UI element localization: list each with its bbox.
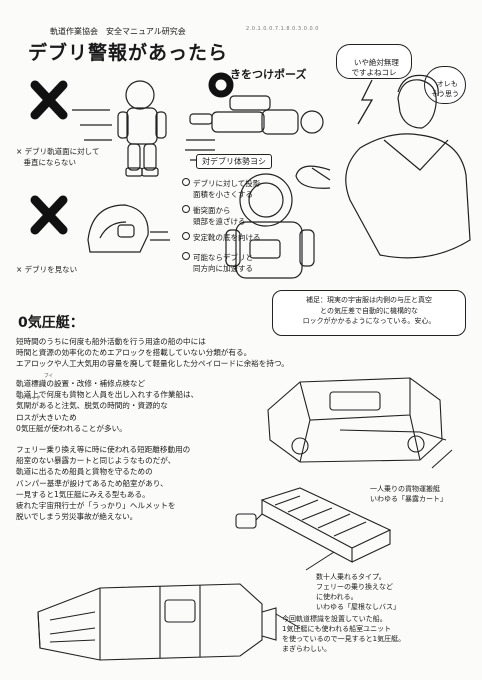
man-in-jacket-sketch [295, 74, 471, 259]
para2-line: 軌道標識の設置・改修・補修点検など [16, 379, 146, 388]
lightning-bolt-icon [357, 79, 374, 125]
note-text: 補足：現実の宇宙服は内側の与圧と真空 との気圧差で自動的に機構的な ロックがかか… [302, 296, 436, 325]
exposure-cart-sketch [267, 377, 447, 463]
tip-item: 安定靴の底を向ける [182, 232, 261, 243]
helmet-sketch [87, 204, 170, 253]
org-header: 軌道作業協会 安全マニュアル研究会 [50, 27, 186, 36]
tip-item: デブリに対して投影 面積を小さくする [182, 178, 261, 200]
x-mark-icon [30, 195, 68, 235]
para2-line: 軌道上で何度も貨物と人員を出し入れする作業船は、 [16, 390, 199, 400]
tips-list: デブリに対して投影 面積を小さくする 衝突面から 頭部を遠ざける 安定靴の底を向… [182, 178, 261, 274]
arrow-icon [305, 551, 335, 571]
circle-bullet-icon [182, 178, 190, 186]
circle-bullet-icon [182, 205, 190, 213]
para3-line: 船室のない暴露カートと同じようなものだが、 [16, 456, 176, 466]
para3-line: 疲れた宇宙飛行士が「うっかり」ヘルメットを [16, 501, 176, 511]
para3-line: 脱いでしまう労災事故が絶えない。 [16, 512, 138, 522]
section-para2: 軌道標識の設置・改修・補修点検など 軌道上で何度も貨物と人員を出し入れする作業船… [16, 378, 198, 434]
speech-bubble-left: いや絶対無理 ですよねコレ [336, 44, 412, 79]
ruby-airlock: エアロック [18, 396, 41, 401]
para3-line: 軌道に出るため船員と貨物を守るための [16, 467, 153, 477]
x-mark-icon [30, 80, 68, 120]
speech-bubble-right: オレも そう思う [424, 66, 466, 104]
para3-line: フェリー乗り換え等に時に使われる短距離移動用の [16, 445, 191, 454]
top-illustrations [30, 72, 471, 279]
section-intro: 短時間のうちに何度も船外活動を行う用途の船の中には 時間と資源の効率化のためエア… [16, 336, 289, 370]
para2-line: 気閘があると注気、脱気の時間的・資源的な [16, 401, 168, 411]
tip-item: 衝突面から 頭部を遠ざける [182, 205, 261, 227]
para2-line: 0気圧艇が使われることが多い。 [16, 423, 127, 433]
pose-title: きをつけポーズ [230, 68, 307, 81]
suited-figure-sketch [225, 173, 315, 279]
circle-bullet-icon [182, 252, 190, 260]
caption-exposure-cart: 一人乗りの貨物運搬艇 いわゆる「暴露カート」 [370, 485, 447, 503]
tip-item: 可能ならデブリと 同方向に加速する [182, 252, 261, 274]
arrow-icon [431, 449, 453, 469]
open-bus-sketch [235, 487, 392, 563]
page-title: デブリ警報があったら [28, 42, 229, 64]
para2-line: ロスが大きいため [16, 412, 77, 422]
speech-right-text: オレも そう思う [431, 80, 459, 98]
stance-label: 対デブリ体勢ヨシ [196, 154, 272, 169]
section-title: 0気圧艇： [18, 315, 84, 331]
intro-line: エアロックや人工大気用の容量を廃して軽量化した分ペイロードに余裕を持つ。 [16, 359, 289, 369]
note-box: 補足：現実の宇宙服は内側の与圧と真空 との気圧差で自動的に機構的な ロックがかか… [272, 290, 466, 336]
para3-line: 一見すると1気圧艇にみえる型もある。 [16, 489, 150, 499]
caption-orbital-vessel: 今回軌道標識を設置していた船。 1気圧艇にも使われる船室ユニット を使っているの… [282, 615, 406, 653]
circle-mark-icon [208, 72, 234, 98]
orbital-vessel-sketch [37, 583, 277, 661]
speech-left-text: いや絶対無理 ですよねコレ [351, 58, 399, 77]
intro-line: 時間と資源の効率化のためエアロックを搭載していない分類が有る。 [16, 348, 252, 358]
bad-point-not-looking: × デブリを見ない [16, 265, 78, 274]
section-para3: フェリー乗り換え等に時に使われる短距離移動用の 船室のない暴露カートと同じような… [16, 444, 190, 522]
date-scribble: 2.0.1.0.0.7.1.8.0.3.0.0.0 [246, 26, 319, 32]
astronaut-standing-sketch [72, 80, 167, 177]
arrow-icon [275, 613, 301, 629]
bad-point-perpendicular: × デブリ軌道面に対して 垂直にならない [16, 147, 100, 167]
circle-bullet-icon [182, 232, 190, 240]
ruby-buoy: ブイ [44, 374, 53, 379]
para3-line: バンパー基準が設けてあるため船室があり、 [16, 478, 168, 488]
caption-open-bus: 数十人乗れるタイプ。 フェリーの乗り換えなど に使われる。 いわゆる「屋根なしバ… [316, 573, 400, 611]
intro-line: 短時間のうちに何度も船外活動を行う用途の船の中には [16, 337, 206, 346]
stance-label-text: 対デブリ体勢ヨシ [202, 157, 266, 166]
